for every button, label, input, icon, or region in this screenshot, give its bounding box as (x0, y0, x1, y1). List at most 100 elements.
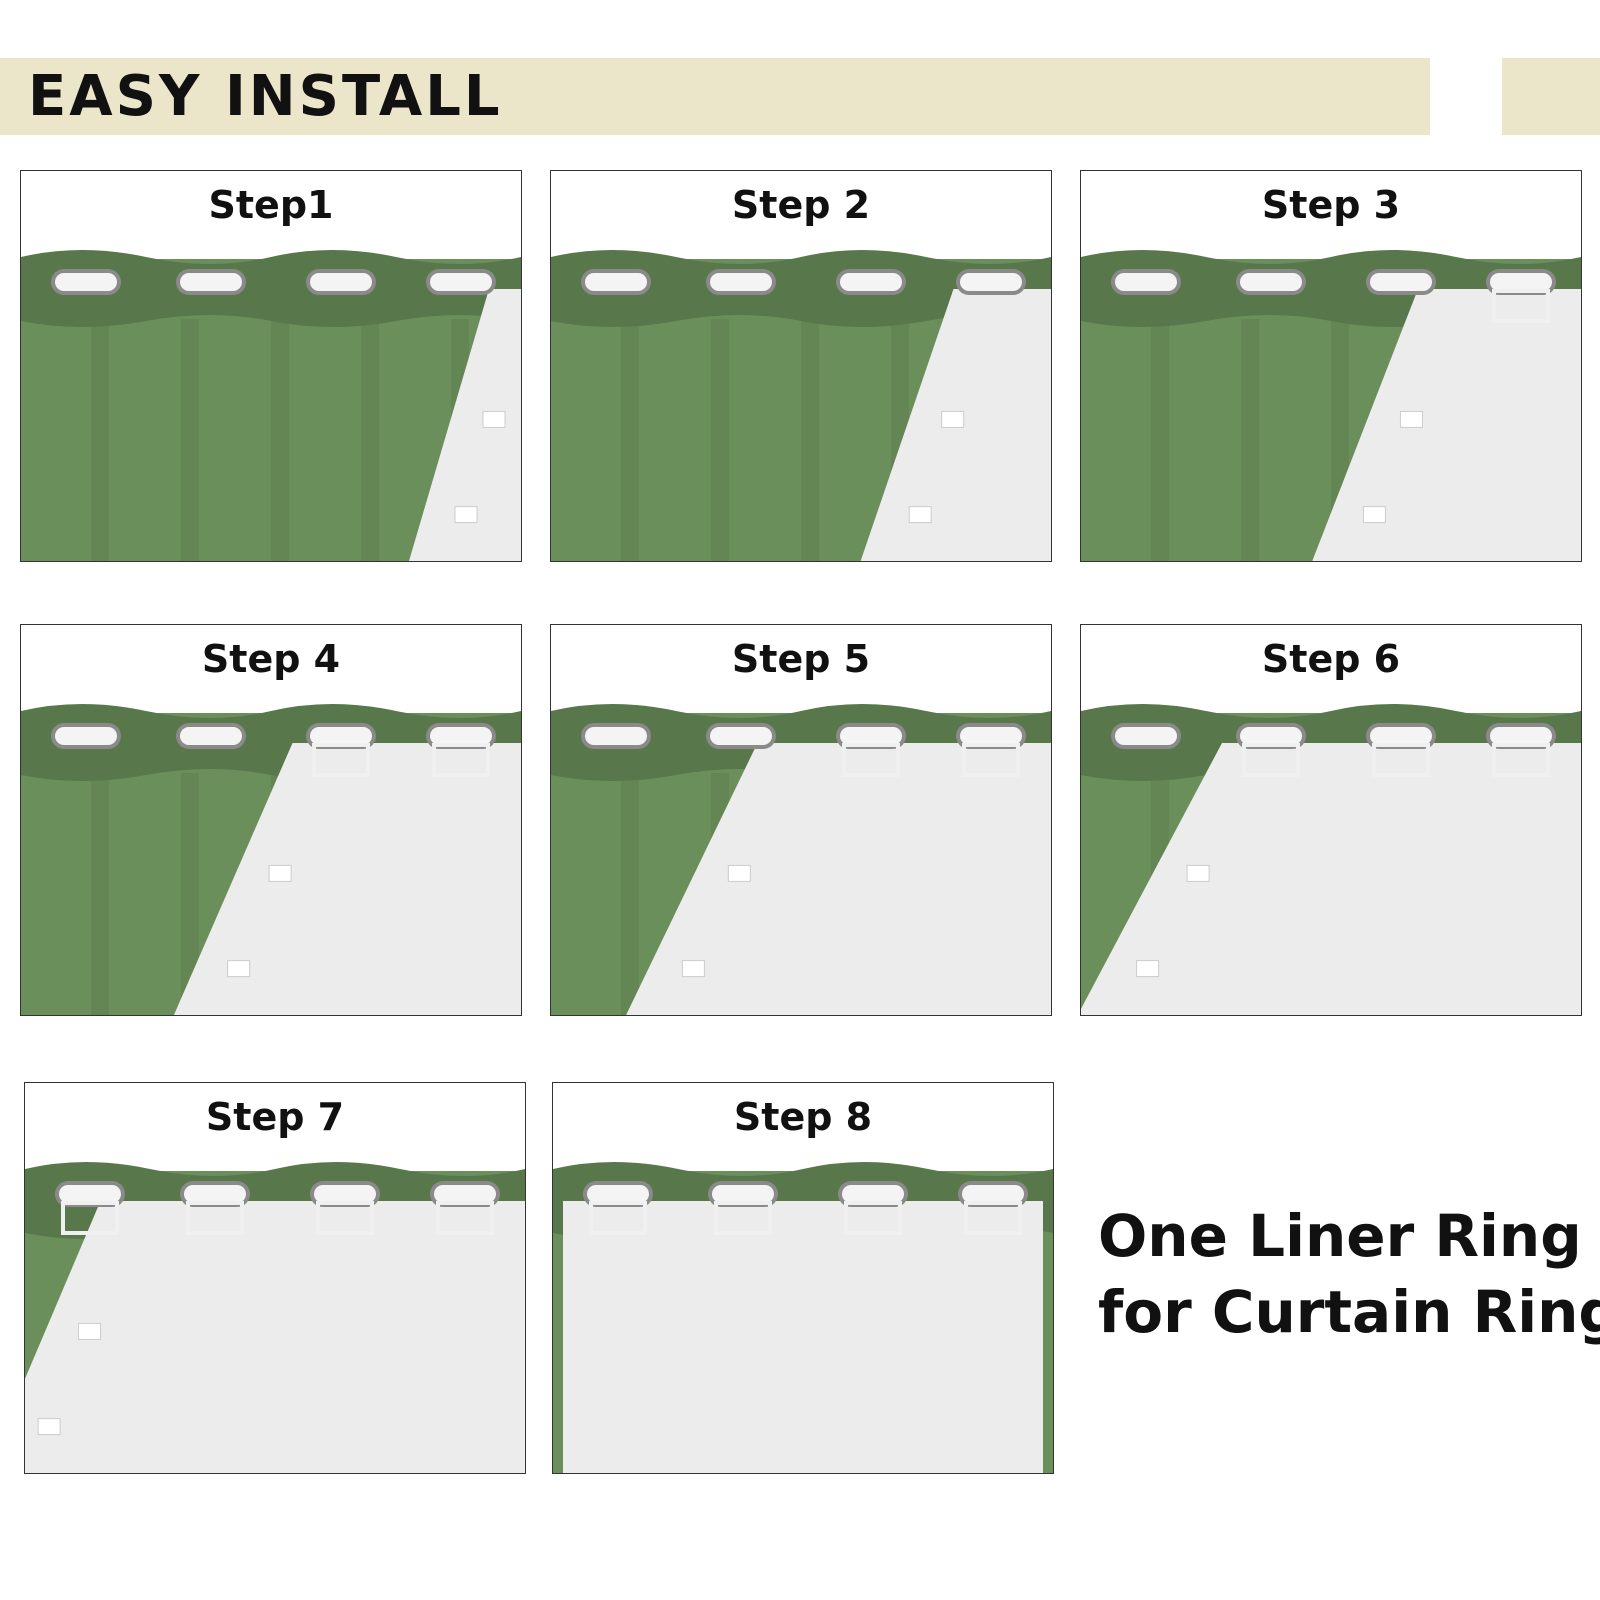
curtain-rod (710, 273, 772, 291)
step-label: Step1 (208, 183, 334, 227)
liner-tab (78, 1322, 102, 1340)
curtain-header (21, 250, 521, 327)
curtain-rod (960, 727, 1022, 745)
curtain-rod (184, 1185, 246, 1203)
header-banner (0, 58, 1430, 135)
liner-ring (1492, 743, 1550, 777)
step-card-8: Step 8 (552, 1082, 1054, 1474)
curtain-fold (91, 773, 109, 1015)
liner-tab (268, 864, 292, 882)
liner-ring (1242, 743, 1300, 777)
curtain-rod (1370, 273, 1432, 291)
curtain-step-illustration (1081, 250, 1581, 561)
curtain-rod (840, 273, 902, 291)
step-label: Step 4 (201, 637, 341, 681)
curtain-rod (587, 1185, 649, 1203)
curtain-rod (180, 727, 242, 745)
curtain-rod (55, 727, 117, 745)
liner-panel (173, 743, 521, 1015)
step-card-2: Step 2 (550, 170, 1052, 562)
curtain-rod (962, 1185, 1024, 1203)
liner-ring (312, 743, 370, 777)
curtain-rod (310, 273, 372, 291)
liner-panel (1081, 743, 1581, 1015)
caption-line-2: for Curtain Ring (1098, 1278, 1600, 1346)
curtain-rod (1115, 727, 1177, 745)
curtain-rod (55, 273, 117, 291)
liner-tab (1186, 864, 1210, 882)
liner-tab (908, 506, 932, 524)
liner-ring (844, 1201, 902, 1235)
curtain-rod (585, 727, 647, 745)
curtain-rod (710, 727, 772, 745)
liner-ring (432, 743, 490, 777)
liner-panel (626, 743, 1051, 1015)
liner-tab (1399, 410, 1423, 428)
step-card-4: Step 4 (20, 624, 522, 1016)
liner-tab (727, 864, 751, 882)
curtain-fold (271, 319, 289, 561)
liner-ring (1372, 743, 1430, 777)
liner-tab (454, 506, 478, 524)
liner-ring (962, 743, 1020, 777)
curtain-fold (181, 773, 199, 1015)
header-banner-tab (1502, 58, 1600, 135)
liner-panel (25, 1201, 525, 1473)
step-label: Step 2 (731, 183, 871, 227)
curtain-rod (430, 273, 492, 291)
liner-ring (964, 1201, 1022, 1235)
curtain-step-illustration (1081, 704, 1581, 1015)
curtain-step-illustration (25, 1162, 525, 1473)
liner-panel (563, 1201, 1043, 1473)
curtain-fold (621, 319, 639, 561)
curtain-rod (1115, 273, 1177, 291)
liner-panel (1312, 289, 1581, 561)
liner-ring (714, 1201, 772, 1235)
step-card-7: Step 7 (24, 1082, 526, 1474)
step-card-3: Step 3 (1080, 170, 1582, 562)
curtain-fold (361, 319, 379, 561)
liner-ring (1492, 289, 1550, 323)
curtain-rod (180, 273, 242, 291)
curtain-rod (314, 1185, 376, 1203)
liner-ring (589, 1201, 647, 1235)
liner-ring (842, 743, 900, 777)
curtain-step-illustration (551, 704, 1051, 1015)
curtain-rod (712, 1185, 774, 1203)
page-title: EASY INSTALL (28, 64, 503, 129)
step-label: Step 3 (1261, 183, 1401, 227)
liner-tab (482, 410, 506, 428)
liner-tab (37, 1418, 61, 1436)
curtain-step-illustration (21, 250, 521, 561)
curtain-fold (621, 773, 639, 1015)
curtain-fold (711, 319, 729, 561)
liner-tab (227, 960, 251, 978)
curtain-fold (801, 319, 819, 561)
curtain-rod (1240, 727, 1302, 745)
curtain-rod (1490, 727, 1552, 745)
curtain-header (551, 250, 1051, 327)
liner-ring (61, 1201, 119, 1235)
curtain-fold (1241, 319, 1259, 561)
liner-tab (1136, 960, 1160, 978)
curtain-rod (840, 727, 902, 745)
curtain-rod (1240, 273, 1302, 291)
step-label: Step 7 (205, 1095, 345, 1139)
curtain-rod (585, 273, 647, 291)
liner-ring (316, 1201, 374, 1235)
liner-panel (409, 289, 521, 561)
liner-tab (1362, 506, 1386, 524)
curtain-rod (1490, 273, 1552, 291)
curtain-rod (430, 727, 492, 745)
curtain-rod (960, 273, 1022, 291)
curtain-fold (181, 319, 199, 561)
caption-line-1: One Liner Ring (1098, 1202, 1582, 1270)
step-card-1: Step1 (20, 170, 522, 562)
liner-ring (436, 1201, 494, 1235)
step-label: Step 6 (1261, 637, 1401, 681)
curtain-rod (59, 1185, 121, 1203)
curtain-rod (434, 1185, 496, 1203)
curtain-step-illustration (553, 1162, 1053, 1473)
curtain-step-illustration (551, 250, 1051, 561)
step-label: Step 5 (731, 637, 871, 681)
